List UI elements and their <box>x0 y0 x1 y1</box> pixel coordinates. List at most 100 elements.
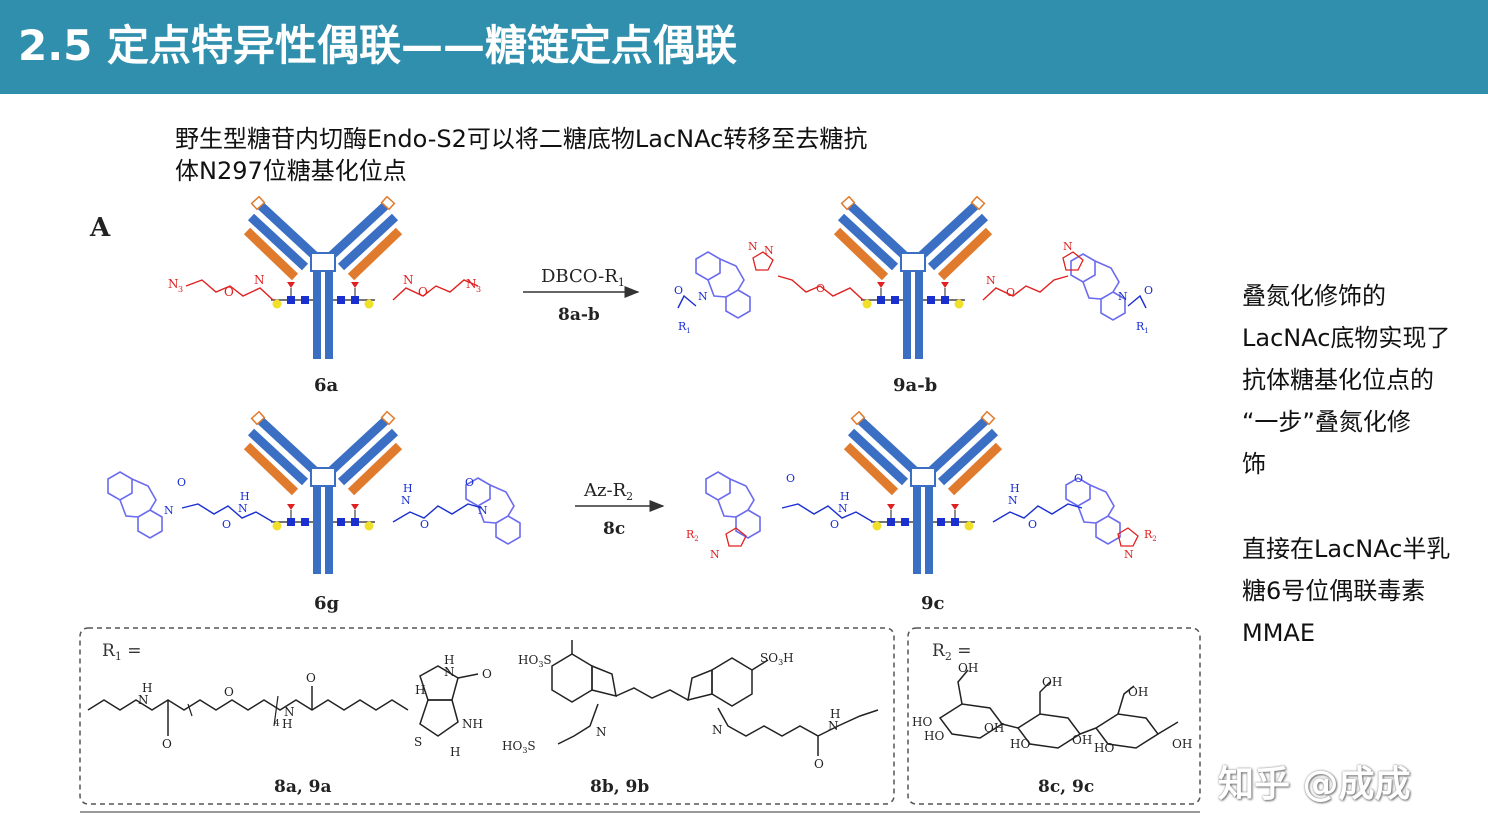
intro-line-2: 体N297位糖基化位点 <box>175 157 407 185</box>
compound-label-6g: 6g <box>314 593 340 614</box>
atom-n-triazole-2: N <box>764 244 774 257</box>
atom-o-chain-3: O <box>306 671 316 685</box>
side-note-1: 叠氮化修饰的 LacNAc底物实现了 抗体糖基化位点的 “一步”叠氮化修 饰 <box>1242 275 1472 485</box>
so3h-bottom: HO3S <box>502 739 536 755</box>
atom-o-6g-3: O <box>465 476 474 489</box>
atom-n-9c-left: N <box>838 502 848 515</box>
ho-3: HO <box>1010 737 1030 751</box>
atom-o-9ab-right: O <box>1006 286 1015 299</box>
atom-h-biotin-2: H <box>444 653 454 667</box>
side-note-1-line-1: 叠氮化修饰的 <box>1242 282 1386 310</box>
antibody-9a-b <box>677 197 1147 359</box>
conditions-1: 8a-b <box>558 305 600 325</box>
atom-o-6g-2: O <box>222 518 231 531</box>
antibody-6g <box>107 412 521 574</box>
atom-n-9c-1: N <box>710 548 720 561</box>
side-note-1-line-5: 饰 <box>1242 450 1266 478</box>
header-bar: 2.5 定点特异性偶联——糖链定点偶联 <box>0 0 1488 94</box>
atom-n-amide-1: N <box>698 290 708 303</box>
atom-h-biotin-3: H <box>450 745 460 759</box>
atom-nh-biotin: NH <box>462 717 483 731</box>
atom-n-dye-1: N <box>596 725 607 739</box>
atom-n-9c-right: N <box>1008 494 1018 507</box>
atom-n-dye-3: N <box>828 719 839 733</box>
side-note-1-line-4: “一步”叠氮化修 <box>1242 408 1411 436</box>
oh-6: OH <box>1172 737 1192 751</box>
atom-n-dye-2: N <box>712 723 723 737</box>
r2-definition-box <box>907 627 1201 805</box>
atom-n-amide-2: N <box>1118 290 1128 303</box>
atom-nh-6g-left: H <box>240 490 250 503</box>
atom-n3-left: N <box>168 277 179 291</box>
compound-label-9c: 9c <box>921 593 945 614</box>
slide-title: 2.5 定点特异性偶联——糖链定点偶联 <box>18 21 738 70</box>
cyanine-dye-structure <box>551 640 879 756</box>
so3h-left: HO3S <box>518 653 552 669</box>
atom-n-triazole-3: N <box>1063 240 1073 253</box>
atom-h-9c-right: H <box>1010 482 1020 495</box>
atom-o-biotin: O <box>482 667 492 681</box>
compound-label-6a: 6a <box>314 375 339 396</box>
atom-n-triazole-1: N <box>748 240 758 253</box>
side-note-1-line-2: LacNAc底物实现了 <box>1242 324 1451 352</box>
oh-4: OH <box>984 721 1004 735</box>
atom-h-chain-1: H <box>142 681 152 695</box>
side-note-2: 直接在LacNAc半乳 糖6号位偶联毒素 MMAE <box>1242 528 1472 654</box>
r2-label: R2 = <box>932 641 971 663</box>
atom-h-chain-2: H <box>282 717 292 731</box>
atom-n-6g-ring-left: N <box>164 504 174 517</box>
atom-o-chain-2: O <box>224 685 234 699</box>
atom-o-dye: O <box>814 757 824 771</box>
atom-h-dye: H <box>830 707 840 721</box>
oh-1: OH <box>958 661 978 675</box>
atom-n3-right: N <box>466 277 477 291</box>
oh-3: OH <box>1128 685 1148 699</box>
ho-4: HO <box>1094 741 1114 755</box>
oh-2: OH <box>1042 675 1062 689</box>
conditions-2: 8c <box>603 519 625 539</box>
biotin-peg-structure <box>87 665 479 737</box>
watermark-text: 知乎 @成成 <box>1218 764 1411 805</box>
atom-n-chain-1: N <box>138 693 149 707</box>
atom-o-9c-4: O <box>1028 518 1037 531</box>
r1-definition-box <box>79 627 895 805</box>
atom-n-9ab-right: N <box>986 274 996 287</box>
ho-2: HO <box>924 729 944 743</box>
panel-label: A <box>89 213 111 243</box>
atom-n3-right-sub: 3 <box>476 285 481 294</box>
atom-h-6g-right: H <box>403 482 413 495</box>
reaction-scheme-figure: A N 3 O N N O N 3 6a DBCO-R1 8a-b N N O … <box>79 196 1201 813</box>
r1-label: R1 = <box>102 641 141 663</box>
intro-text: 野生型糖苷内切酶Endo-S2可以将二糖底物LacNAc转移至去糖抗 体N297… <box>175 123 975 187</box>
atom-o-6g-4: O <box>420 518 429 531</box>
compound-label-9a-b: 9a-b <box>893 375 937 396</box>
atom-n3-left-sub: 3 <box>178 285 183 294</box>
atom-o-right: O <box>418 285 428 299</box>
atom-n-biotin-1: N <box>444 665 455 679</box>
atom-n-6g-ring-right: N <box>478 504 488 517</box>
side-note-2-line-2: 糖6号位偶联毒素 <box>1242 577 1426 605</box>
side-note-2-line-1: 直接在LacNAc半乳 <box>1242 535 1451 563</box>
ho-1: HO <box>912 715 932 729</box>
atom-o-amide-1: O <box>674 284 683 297</box>
atom-o-6g-1: O <box>177 476 186 489</box>
antibody-9c <box>705 412 1139 574</box>
atom-n-right: N <box>403 273 414 287</box>
atom-o-9c-2: O <box>830 518 839 531</box>
atom-o-9c-3: O <box>1074 472 1083 485</box>
atom-o-amide-2: O <box>1144 284 1153 297</box>
atom-r2-left: R2 <box>686 528 699 543</box>
atom-o-9ab-left: O <box>816 282 825 295</box>
reagent-1: DBCO-R1 <box>541 266 625 289</box>
atom-r2-right: R2 <box>1144 528 1157 543</box>
intro-line-1: 野生型糖苷内切酶Endo-S2可以将二糖底物LacNAc转移至去糖抗 <box>175 125 868 153</box>
oligosaccharide-structure <box>938 669 1179 749</box>
reagent-2: Az-R2 <box>583 480 633 503</box>
atom-s-biotin: S <box>414 735 422 749</box>
atom-n-6g-right: N <box>401 494 411 507</box>
atom-o-left: O <box>224 285 234 299</box>
caption-8c-9c: 8c, 9c <box>1038 777 1094 797</box>
antibody-6a <box>185 197 479 359</box>
side-note-1-line-3: 抗体糖基化位点的 <box>1242 366 1434 394</box>
atom-o-9c-1: O <box>786 472 795 485</box>
